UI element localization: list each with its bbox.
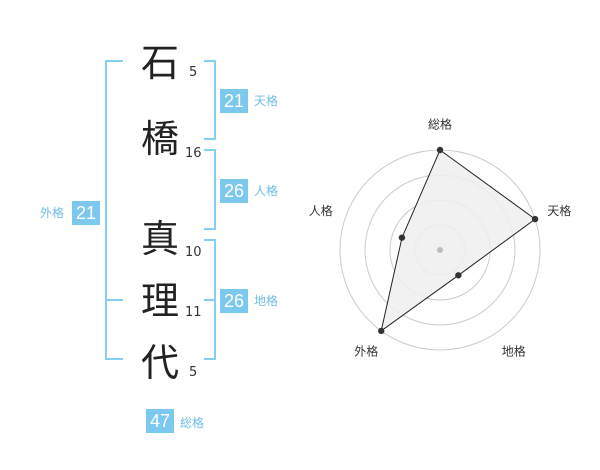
radar-axis-label-1: 総格 (428, 117, 452, 132)
chikaku-label: 地格 (254, 294, 279, 308)
name-char-4: 理 (140, 279, 179, 323)
chikaku-bracket-tick (204, 299, 216, 301)
name-char-2: 橋 (140, 117, 179, 161)
name-char-3: 真 (140, 217, 179, 261)
radar-point-3 (455, 272, 462, 279)
soukaku-label: 総格 (180, 416, 205, 430)
radar-center-dot (437, 247, 443, 253)
stroke-count-4: 11 (185, 305, 202, 320)
chikaku-value: 26 (220, 289, 248, 313)
radar-point-2 (531, 215, 539, 223)
stroke-count-5: 5 (189, 365, 198, 380)
radar-point-5 (398, 234, 406, 241)
name-char-1: 石 (140, 41, 179, 85)
jinkaku-label: 人格 (254, 184, 279, 198)
jinkaku-value: 26 (220, 179, 248, 203)
stroke-count-3: 10 (185, 245, 202, 260)
radar-axis-label-5: 人格 (309, 203, 333, 218)
name-char-5: 代 (140, 341, 179, 385)
stroke-count-2: 16 (185, 146, 202, 161)
stroke-count-1: 5 (189, 65, 198, 80)
soukaku-value: 47 (146, 409, 174, 433)
radar-point-4 (378, 327, 385, 335)
tenkaku-bracket (204, 60, 216, 140)
gaikaku-label: 外格 (40, 206, 65, 220)
gaikaku-bracket (105, 60, 123, 360)
radar-axis-label-3: 地格 (502, 344, 526, 359)
jinkaku-bracket (204, 149, 216, 230)
radar-axis-label-4: 外格 (354, 344, 378, 359)
radar-area (380, 149, 536, 333)
tenkaku-value: 21 (220, 89, 248, 113)
gaikaku-value: 21 (72, 201, 100, 225)
radar-axis-label-2: 天格 (547, 203, 571, 218)
tenkaku-label: 天格 (254, 94, 279, 108)
radar-point-1 (436, 146, 444, 154)
gaikaku-bracket-tick (105, 299, 123, 301)
